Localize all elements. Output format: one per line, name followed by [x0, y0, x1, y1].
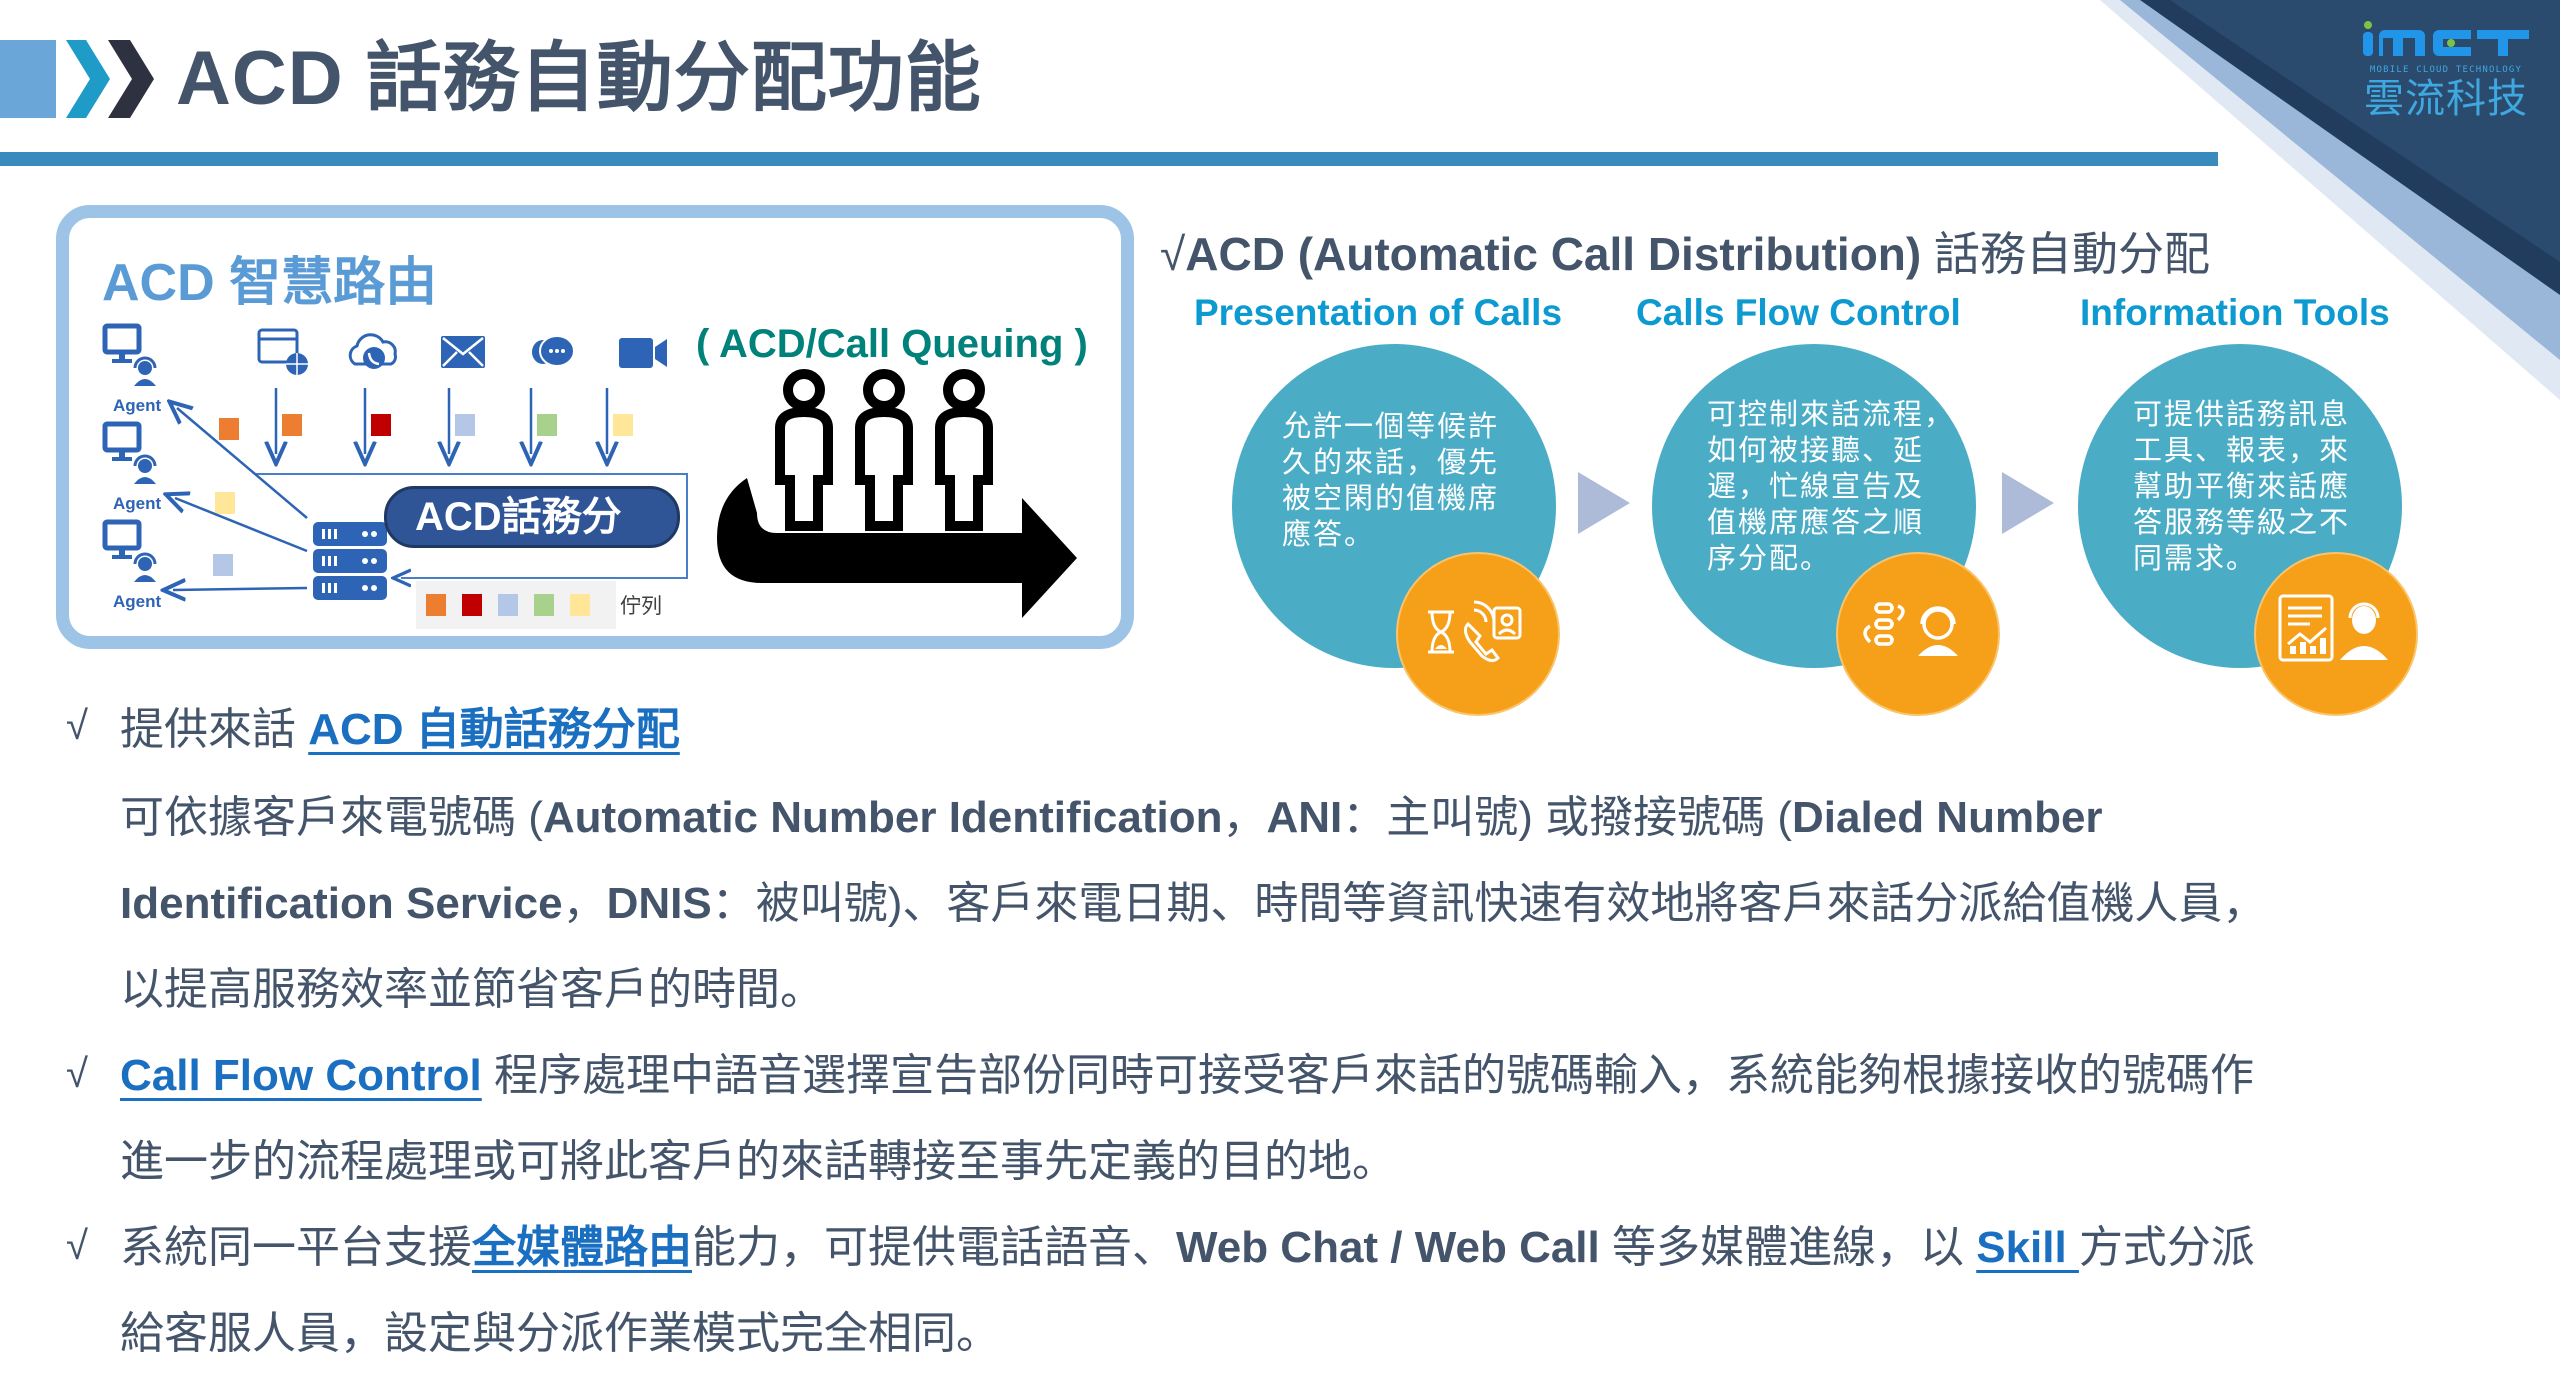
- dispatched-token: [215, 492, 235, 514]
- chevron-dark: [108, 40, 154, 118]
- queue-legend-label: 佇列: [620, 595, 662, 618]
- call-token: [537, 414, 557, 436]
- queue-item: [426, 594, 446, 616]
- acd-section-heading: √ACD (Automatic Call Distribution) 話務自動分…: [1160, 218, 2210, 284]
- feature-icon-badge: [1836, 552, 2000, 716]
- feature-description: 可控制來話流程， 如何被接聽、延 遲，忙線宣告及 值機席應答之順 序分配。: [1707, 397, 1956, 575]
- bullet-3-line-1: 系統同一平台支援全媒體路由能力，可提供電話語音、Web Chat / Web C…: [120, 1223, 2255, 1272]
- link-acd-auto-distribution[interactable]: ACD 自動話務分配: [308, 705, 680, 754]
- call-token: [371, 414, 391, 436]
- bullet-2-line-1: Call Flow Control 程序處理中語音選擇宣告部份同時可接受客戶來話…: [120, 1051, 2254, 1100]
- video-camera-icon: [619, 338, 667, 368]
- bullet-1-line-3: 以提高服務效率並節省客戶的時間。: [120, 965, 824, 1014]
- queue-item: [462, 594, 482, 616]
- queue-item: [570, 594, 590, 616]
- agent-workstation-icon: [102, 323, 157, 386]
- agent-label: Agent: [113, 592, 162, 611]
- acd-server-icon: [313, 522, 387, 600]
- cloud-phone-icon: [348, 333, 397, 369]
- dispatched-token: [219, 418, 239, 440]
- bullet-3-line-2: 給客服人員，設定與分派作業模式完全相同。: [120, 1309, 1000, 1358]
- call-token: [282, 414, 302, 436]
- check-mark: √: [66, 1052, 88, 1096]
- feature-description: 可提供話務訊息 工具、報表，來 幫助平衡來話應 答服務等級之不 同需求。: [2133, 397, 2351, 575]
- channel-arrows: [276, 388, 607, 454]
- bullet-1-heading: 提供來話 ACD 自動話務分配: [120, 705, 680, 754]
- queue-legend: [416, 581, 616, 629]
- company-logo: MOBILE CLOUD TECHNOLOGY 雲流科技: [2356, 20, 2536, 123]
- column-title-info-tools: Information Tools: [2080, 292, 2390, 333]
- routing-diagram-graphics: [102, 323, 1077, 618]
- report-agent-icon: [2278, 594, 2388, 662]
- email-icon: [441, 336, 485, 368]
- link-omnichannel-routing[interactable]: 全媒體路由: [472, 1223, 692, 1272]
- title-underline: [0, 152, 2218, 166]
- flow-arrow-icon: [2002, 472, 2054, 534]
- link-call-flow-control[interactable]: Call Flow Control: [120, 1051, 482, 1100]
- acd-flow-line: [255, 473, 688, 578]
- agent-label: Agent: [113, 494, 162, 513]
- dispatched-token: [213, 554, 233, 576]
- bullet-2-line-2: 進一步的流程處理或可將此客戶的來話轉接至事先定義的目的地。: [120, 1137, 1396, 1186]
- corner-decoration: [2100, 0, 2560, 400]
- agent-workstation-icon: [102, 519, 157, 582]
- acd-heading-cn: 話務自動分配: [1934, 228, 2211, 280]
- check-mark: √: [66, 704, 88, 748]
- flow-agent-icon: [1863, 602, 1958, 656]
- queue-people-arrow-icon: [717, 369, 1077, 618]
- logo-tagline: MOBILE CLOUD TECHNOLOGY: [2369, 65, 2523, 75]
- feature-icon-badge: [2254, 552, 2418, 716]
- queue-label: ( ACD/Call Queuing ): [696, 322, 1088, 366]
- flow-arrow-icon: [1578, 472, 1630, 534]
- link-skill[interactable]: Skill: [1976, 1223, 2079, 1272]
- feature-description: 允許一個等候許 久的來話，優先 被空閑的值機席 應答。: [1282, 409, 1500, 551]
- hourglass-phone-icon: [1428, 600, 1522, 663]
- feature-icon-badge: [1396, 552, 1560, 716]
- title-accent-square: [0, 40, 56, 118]
- corner-panel: [2170, 0, 2560, 262]
- check-mark: √: [66, 1224, 88, 1268]
- agent-label: Agent: [113, 396, 162, 415]
- chevron-light: [66, 40, 110, 118]
- acd-heading-en: ACD (Automatic Call Distribution): [1185, 228, 1922, 280]
- diagram-title: ACD 智慧路由: [102, 254, 438, 312]
- chat-bubbles-icon: [532, 335, 575, 367]
- agent-workstation-icon: [102, 421, 157, 484]
- chevron-double-icon: [66, 40, 154, 118]
- queue-item: [534, 594, 554, 616]
- dispatch-arrows: [173, 408, 308, 590]
- web-browser-icon: [257, 328, 308, 375]
- check-mark: √: [1160, 228, 1186, 280]
- page-title: ACD 話務自動分配功能: [176, 36, 982, 121]
- logo-company-name: 雲流科技: [2364, 77, 2528, 121]
- mct-logo-icon: [2363, 21, 2529, 56]
- acd-distribution-pill: ACD話務分: [384, 486, 680, 548]
- queue-item: [498, 594, 518, 616]
- column-title-flow-control: Calls Flow Control: [1636, 292, 1961, 333]
- column-title-presentation: Presentation of Calls: [1194, 292, 1563, 333]
- call-token: [613, 414, 633, 436]
- bullet-1-line-1: 可依據客戶來電號碼 (Automatic Number Identificati…: [120, 793, 2103, 842]
- bullet-1-line-2: Identification Service，DNIS：被叫號)、客戶來電日期、…: [120, 879, 2267, 928]
- call-token: [455, 414, 475, 436]
